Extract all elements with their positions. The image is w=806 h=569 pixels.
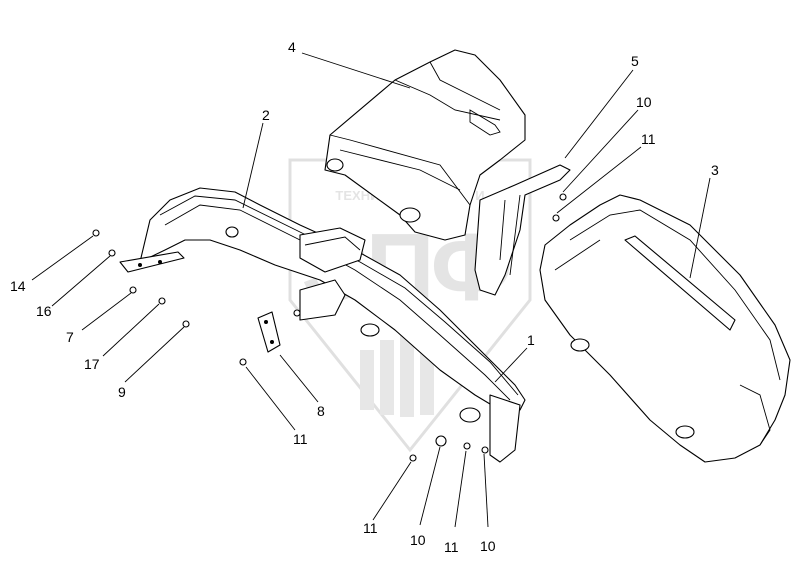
callout-11-top: 11: [641, 131, 656, 147]
callout-labels: 4 2 5 10 11 3 1 14 16 7 17 9 8 11 11 10 …: [10, 39, 719, 555]
callout-3: 3: [711, 162, 719, 178]
callout-8: 8: [317, 403, 325, 419]
leader-lines: [31, 52, 711, 528]
callout-1: 1: [527, 332, 535, 348]
callout-4: 4: [288, 39, 296, 55]
callout-10-top: 10: [636, 94, 652, 110]
part-5-bracket: [474, 164, 571, 296]
callout-2: 2: [262, 107, 270, 123]
part-1-2-fender-assembly: [139, 187, 526, 463]
callout-14: 14: [10, 278, 26, 294]
callout-10-bottom-left: 10: [410, 532, 426, 548]
callout-17: 17: [84, 356, 100, 372]
callout-5: 5: [631, 53, 639, 69]
callout-7: 7: [66, 329, 74, 345]
fasteners: [92, 193, 567, 462]
callout-9: 9: [118, 384, 126, 400]
part-3-rear-fender: [539, 194, 791, 463]
part-4-upper-cover: [324, 49, 526, 241]
callout-16: 16: [36, 303, 52, 319]
callout-10-bottom-right: 10: [480, 538, 496, 554]
callout-11-bottom-right: 11: [444, 539, 459, 555]
callout-11-bottom-left: 11: [363, 520, 378, 536]
part-8-plate: [257, 311, 281, 353]
part-7-bracket-strip: [119, 251, 185, 273]
callout-11-mid: 11: [293, 431, 308, 447]
